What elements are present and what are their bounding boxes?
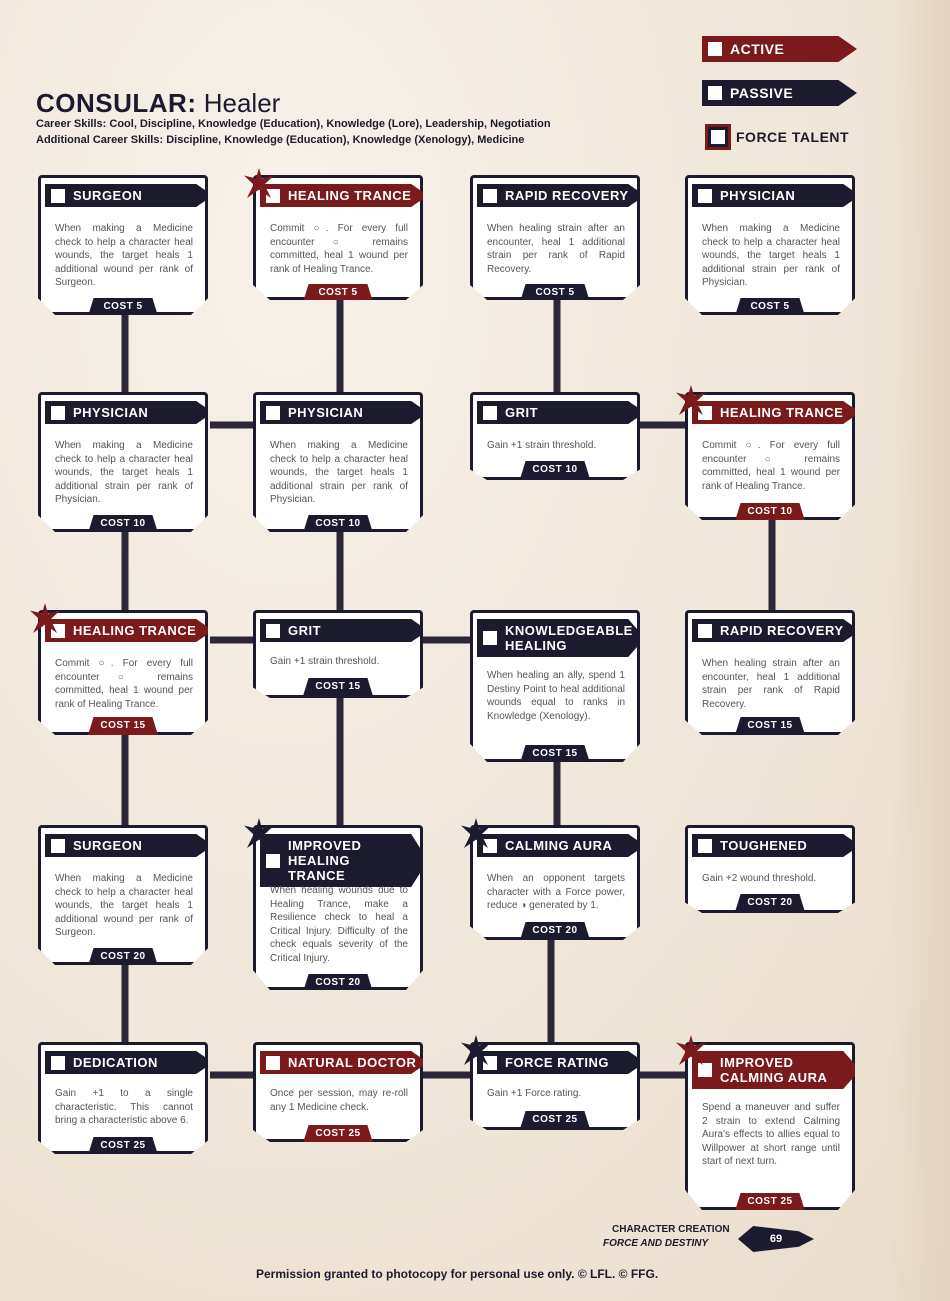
talent-name: IMPROVED CALMING AURA xyxy=(692,1051,855,1089)
legend-force-label: FORCE TALENT xyxy=(736,129,850,145)
talent-description: Gain +1 strain threshold. xyxy=(270,656,380,667)
talent-description: Gain +1 strain threshold. xyxy=(487,440,597,451)
talent-description: Spend a maneuver and suffer 2 strain to … xyxy=(702,1102,840,1167)
talent-card[interactable]: TOUGHENED Gain +2 wound threshold. COST … xyxy=(685,825,855,913)
talent-card[interactable]: PHYSICIAN When making a Medicine check t… xyxy=(253,392,423,532)
legend-passive-label: PASSIVE xyxy=(730,85,794,101)
permission-note: Permission granted to photocopy for pers… xyxy=(256,1267,659,1281)
talent-description: Gain +1 Force rating. xyxy=(487,1088,582,1099)
talent-description: When healing strain after an encounter, … xyxy=(702,658,840,710)
book-logo: FORCE AND DESTINY xyxy=(603,1238,709,1249)
talent-cost: COST 15 xyxy=(88,717,158,735)
talent-card[interactable]: DEDICATION Gain +1 to a single character… xyxy=(38,1042,208,1154)
talent-card[interactable]: RAPID RECOVERY When healing strain after… xyxy=(470,175,640,300)
talent-description: Commit ○. For every full encounter ○ rem… xyxy=(55,658,193,710)
talent-card[interactable]: NATURAL DOCTOR Once per session, may re-… xyxy=(253,1042,423,1142)
talent-cost: COST 10 xyxy=(88,515,158,532)
talent-card[interactable]: GRIT Gain +1 strain threshold. COST 10 xyxy=(470,392,640,480)
talent-cost: COST 5 xyxy=(520,284,590,300)
talent-cost: COST 20 xyxy=(303,974,373,990)
legend-force: FORCE TALENT xyxy=(702,124,857,150)
talent-card[interactable]: HEALING TRANCE Commit ○. For every full … xyxy=(685,392,855,520)
talent-cost: COST 5 xyxy=(303,284,373,300)
talent-card[interactable]: HEALING TRANCE Commit ○. For every full … xyxy=(253,175,423,300)
force-talent-icon xyxy=(708,127,728,147)
talent-name: KNOWLEDGEABLE HEALING xyxy=(477,619,640,657)
talent-name: NATURAL DOCTOR xyxy=(260,1051,423,1074)
talent-card[interactable]: PHYSICIAN When making a Medicine check t… xyxy=(685,175,855,315)
talent-description: When healing strain after an encounter, … xyxy=(487,223,625,275)
legend-passive: PASSIVE xyxy=(702,80,857,106)
career-name: CONSULAR: xyxy=(36,88,197,118)
talent-cost: COST 25 xyxy=(88,1137,158,1154)
spec-name: Healer xyxy=(203,88,281,118)
talent-cost: COST 5 xyxy=(88,298,158,315)
talent-name: RAPID RECOVERY xyxy=(692,619,855,642)
talent-cost: COST 5 xyxy=(735,298,805,315)
talent-description: Commit ○. For every full encounter ○ rem… xyxy=(702,440,840,492)
talent-name: HEALING TRANCE xyxy=(45,619,208,642)
talent-name: HEALING TRANCE xyxy=(692,401,855,424)
talent-description: When making a Medicine check to help a c… xyxy=(55,440,193,505)
additional-skills: Additional Career Skills: Discipline, Kn… xyxy=(36,134,525,146)
talent-name: GRIT xyxy=(477,401,640,424)
talent-name: HEALING TRANCE xyxy=(260,184,423,207)
section-label: CHARACTER CREATION xyxy=(612,1224,730,1235)
talent-name: PHYSICIAN xyxy=(692,184,855,207)
talent-name: CALMING AURA xyxy=(477,834,640,857)
checkbox-icon xyxy=(708,86,722,100)
talent-cost: COST 25 xyxy=(303,1125,373,1142)
talent-description: Gain +2 wound threshold. xyxy=(702,873,817,884)
talent-card[interactable]: IMPROVED CALMING AURA Spend a maneuver a… xyxy=(685,1042,855,1210)
talent-description: When making a Medicine check to help a c… xyxy=(270,440,408,505)
page-title: CONSULAR: Healer xyxy=(36,88,280,119)
talent-card[interactable]: GRIT Gain +1 strain threshold. COST 15 xyxy=(253,610,423,698)
talent-description: When an opponent targets character with … xyxy=(487,873,625,911)
talent-cost: COST 15 xyxy=(520,745,590,762)
talent-cost: COST 15 xyxy=(735,717,805,735)
talent-cost: COST 20 xyxy=(735,894,805,912)
talent-cost: COST 25 xyxy=(520,1111,590,1129)
talent-cost: COST 10 xyxy=(520,461,590,479)
talent-card[interactable]: IMPROVED HEALING TRANCE When healing wou… xyxy=(253,825,423,990)
talent-description: When healing an ally, spend 1 Destiny Po… xyxy=(487,670,625,722)
talent-cost: COST 25 xyxy=(735,1193,805,1210)
talent-name: TOUGHENED xyxy=(692,834,855,857)
talent-description: Once per session, may re-roll any 1 Medi… xyxy=(270,1088,408,1113)
talent-card[interactable]: HEALING TRANCE Commit ○. For every full … xyxy=(38,610,208,735)
talent-description: Commit ○. For every full encounter ○ rem… xyxy=(270,223,408,275)
talent-name: RAPID RECOVERY xyxy=(477,184,640,207)
talent-name: PHYSICIAN xyxy=(260,401,423,424)
talent-description: When making a Medicine check to help a c… xyxy=(702,223,840,288)
talent-cost: COST 20 xyxy=(88,948,158,965)
checkbox-icon xyxy=(708,42,722,56)
talent-cost: COST 20 xyxy=(520,922,590,940)
talent-name: IMPROVED HEALING TRANCE xyxy=(260,834,423,887)
talent-card[interactable]: CALMING AURA When an opponent targets ch… xyxy=(470,825,640,940)
talent-card[interactable]: RAPID RECOVERY When healing strain after… xyxy=(685,610,855,735)
talent-card[interactable]: SURGEON When making a Medicine check to … xyxy=(38,825,208,965)
talent-card[interactable]: FORCE RATING Gain +1 Force rating. COST … xyxy=(470,1042,640,1130)
talent-name: FORCE RATING xyxy=(477,1051,640,1074)
talent-name: DEDICATION xyxy=(45,1051,208,1074)
talent-name: SURGEON xyxy=(45,834,208,857)
talent-description: When making a Medicine check to help a c… xyxy=(55,223,193,288)
talent-cost: COST 10 xyxy=(735,503,805,520)
talent-card[interactable]: PHYSICIAN When making a Medicine check t… xyxy=(38,392,208,532)
talent-card[interactable]: SURGEON When making a Medicine check to … xyxy=(38,175,208,315)
legend-active: ACTIVE xyxy=(702,36,857,62)
career-skills: Career Skills: Cool, Discipline, Knowled… xyxy=(36,118,551,130)
talent-description: Gain +1 to a single characteristic. This… xyxy=(55,1088,193,1126)
talent-description: When making a Medicine check to help a c… xyxy=(55,873,193,938)
talent-cost: COST 10 xyxy=(303,515,373,532)
talent-description: When healing wounds due to Healing Tranc… xyxy=(270,885,408,964)
talent-name: GRIT xyxy=(260,619,423,642)
talent-name: PHYSICIAN xyxy=(45,401,208,424)
talent-card[interactable]: KNOWLEDGEABLE HEALING When healing an al… xyxy=(470,610,640,762)
legend-active-label: ACTIVE xyxy=(730,41,785,57)
decorative-border xyxy=(890,0,950,1301)
talent-name: SURGEON xyxy=(45,184,208,207)
talent-cost: COST 15 xyxy=(303,678,373,696)
